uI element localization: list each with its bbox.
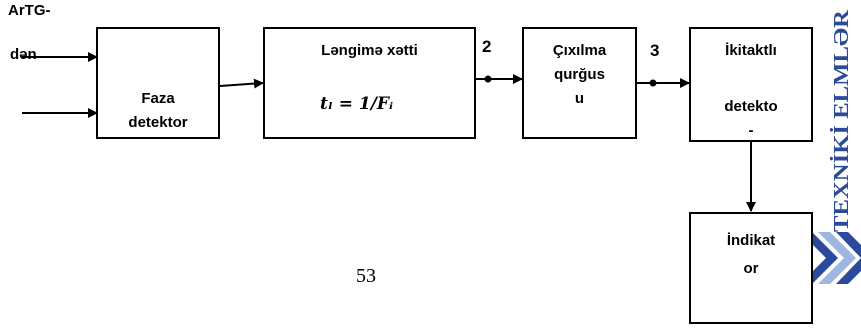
push-pull-detector-label-line3: -: [748, 122, 754, 139]
input-label-line1: ArTG-: [8, 2, 51, 19]
push-pull-detector-label-line2: detekto: [724, 98, 778, 115]
subtraction-label-line1: Çıxılma: [552, 42, 607, 59]
subtraction-label-line2: qurğus: [554, 66, 605, 83]
indicator-label-line2: or: [743, 260, 759, 277]
phase-detector-label-line1: Faza: [141, 90, 175, 107]
point-2-dot: [484, 75, 492, 83]
side-banner: TEXNİKİ ELMLƏR: [829, 9, 853, 232]
page-number: 53: [356, 265, 376, 287]
phase-detector-label-line2: detektor: [128, 114, 188, 131]
side-banner-text: TEXNİKİ ELMLƏR: [829, 9, 853, 232]
indicator-block: [689, 212, 813, 324]
point-2-label: 2: [482, 37, 492, 56]
push-pull-detector-label-line1: İkitaktlı: [725, 42, 777, 59]
subtraction-device-block: [522, 27, 637, 139]
chevron-icon: [800, 232, 861, 284]
subtraction-label-line3: u: [574, 90, 585, 107]
delay-line-formula: tₗ = 1/Fᵢ: [320, 94, 394, 114]
phase-detector-block: [96, 27, 220, 139]
point-3-label: 3: [650, 41, 660, 60]
arrow-phase-to-delay: [219, 78, 264, 89]
input-label-line2: dən: [10, 46, 37, 63]
indicator-label-line1: İndikat: [726, 232, 776, 249]
point-3-dot: [649, 79, 657, 87]
push-pull-detector-block: [689, 27, 813, 142]
delay-line-title: Ləngimə xətti: [321, 42, 418, 59]
delay-line-block: [263, 27, 476, 139]
